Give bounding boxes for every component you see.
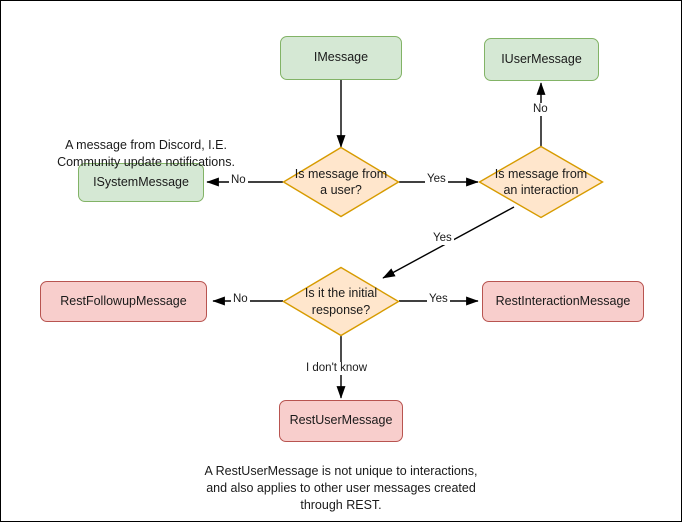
node-imessage-label: IMessage xyxy=(313,50,369,65)
node-restfollowupmessage[interactable]: RestFollowupMessage xyxy=(40,281,207,322)
edge-label-no-iusermessage: No xyxy=(531,103,550,116)
edge-label-text: Yes xyxy=(433,232,452,244)
decision-is-it-the-initial-response[interactable]: Is it the initial response? xyxy=(282,266,400,337)
diamond-shape xyxy=(478,145,604,219)
node-imessage[interactable]: IMessage xyxy=(280,36,402,80)
node-restusermessage[interactable]: RestUserMessage xyxy=(279,400,403,442)
edge-label-yes-q-interaction: Yes xyxy=(425,173,448,186)
edge-label-yes-q-initial: Yes xyxy=(431,232,454,245)
edge-label-text: Yes xyxy=(429,293,448,305)
edge-label-text: Yes xyxy=(427,173,446,185)
edge-label-text: I don't know xyxy=(306,362,368,374)
note-system-message: A message from Discord, I.E. Community u… xyxy=(51,120,241,171)
edge-label-text: No xyxy=(533,103,548,115)
node-restinteractionmessage[interactable]: RestInteractionMessage xyxy=(482,281,644,322)
node-isystemmessage-label: ISystemMessage xyxy=(93,174,189,189)
note-rest-user-message-text: A RestUserMessage is not unique to inter… xyxy=(204,463,478,512)
edge-label-text: No xyxy=(233,293,248,305)
node-restusermessage-label: RestUserMessage xyxy=(289,413,393,428)
node-iusermessage[interactable]: IUserMessage xyxy=(484,38,599,81)
edge-label-yes-restinteractionmessage: Yes xyxy=(427,293,450,306)
node-restinteractionmessage-label: RestInteractionMessage xyxy=(495,293,631,308)
node-isystemmessage[interactable]: ISystemMessage xyxy=(78,163,204,202)
edge-label-no-isystemmessage: No xyxy=(229,174,248,187)
edge-label-i-dont-know-restusermessage: I don't know xyxy=(304,362,370,375)
decision-is-message-from-an-interaction[interactable]: Is message from an interaction xyxy=(478,145,604,219)
node-restfollowupmessage-label: RestFollowupMessage xyxy=(60,293,187,308)
edge-label-no-restfollowupmessage: No xyxy=(231,293,250,306)
node-iusermessage-label: IUserMessage xyxy=(501,51,582,66)
decision-is-message-from-a-user[interactable]: Is message from a user? xyxy=(282,146,400,218)
note-system-message-text: A message from Discord, I.E. Community u… xyxy=(57,137,235,169)
diamond-shape xyxy=(282,146,400,218)
edge-label-text: No xyxy=(231,174,246,186)
diamond-shape xyxy=(282,266,400,337)
note-rest-user-message: A RestUserMessage is not unique to inter… xyxy=(191,446,491,514)
